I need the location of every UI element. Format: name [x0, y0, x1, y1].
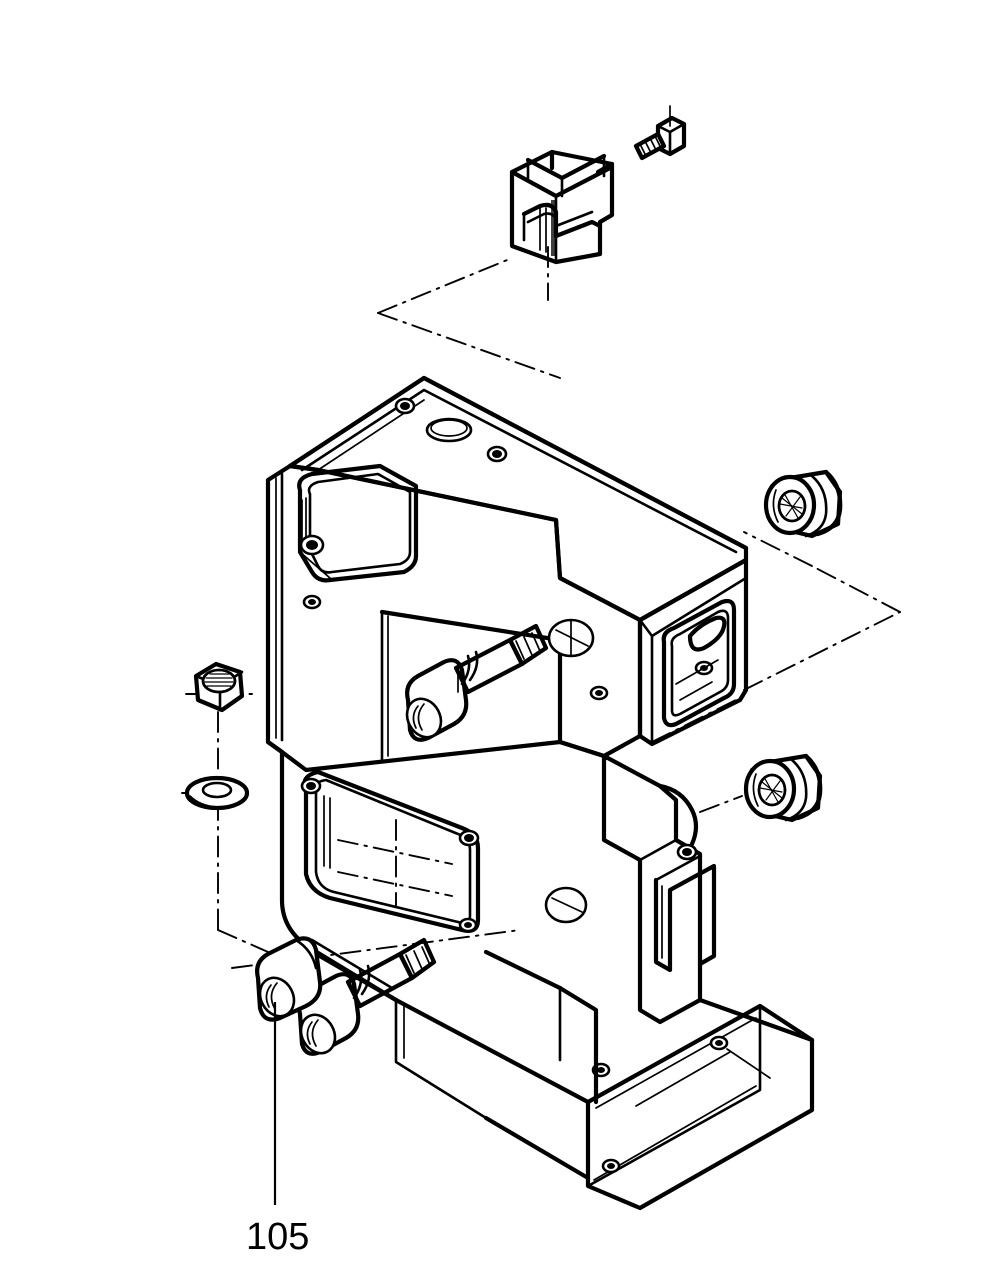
main-housing	[265, 375, 815, 1211]
pivot-plug-cap	[255, 936, 323, 1022]
bushing-lower-right	[743, 753, 823, 823]
mounting-clip	[509, 149, 615, 265]
hex-bolt	[633, 105, 687, 161]
hex-nut	[193, 661, 245, 713]
bushing-upper-right	[763, 469, 843, 539]
callout-105-label: 105	[246, 1216, 309, 1258]
stud-upper	[405, 623, 549, 742]
flat-washer	[184, 775, 250, 811]
callout-105[interactable]: 105	[246, 1002, 309, 1258]
